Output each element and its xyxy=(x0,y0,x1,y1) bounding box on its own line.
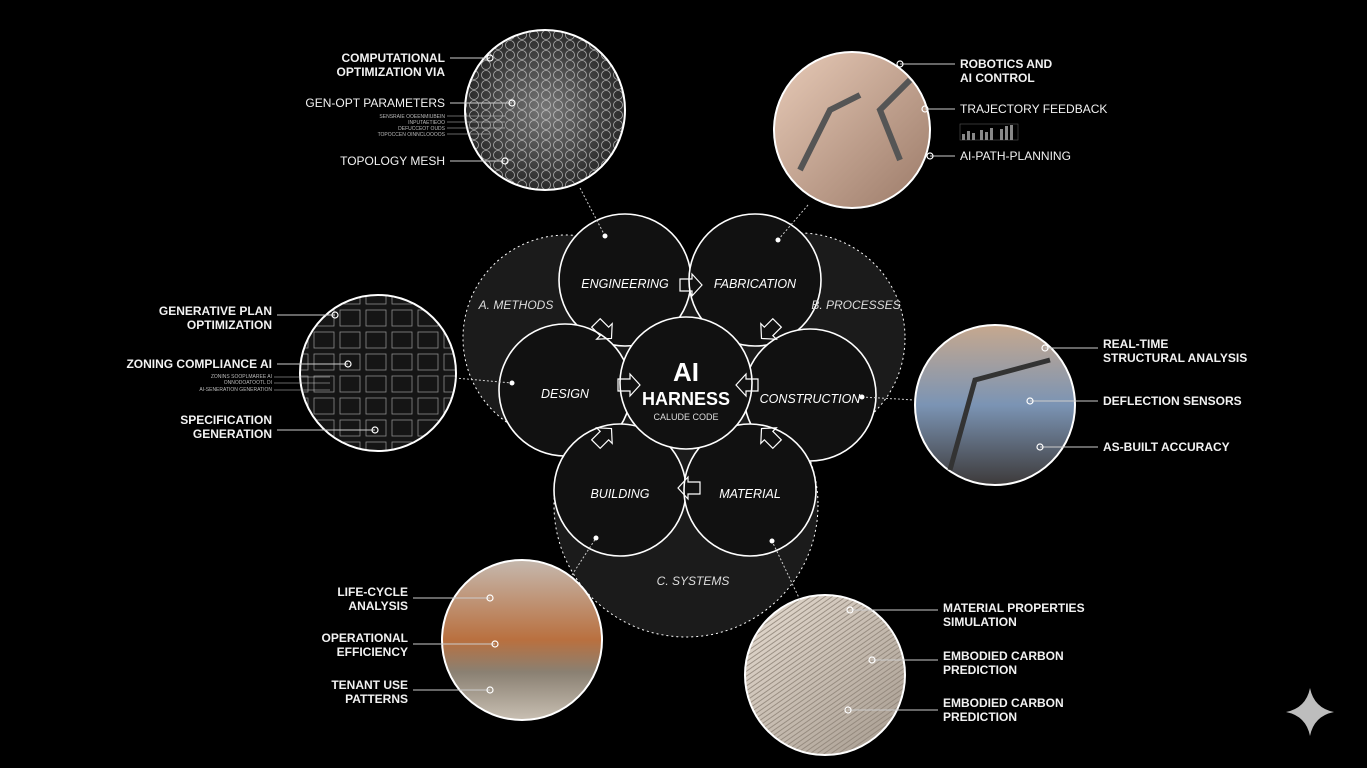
callout-dot xyxy=(486,594,494,602)
puzzle-connector-icon xyxy=(590,427,613,450)
callout-fabrication-label: TRAJECTORY FEEDBACK xyxy=(960,102,1107,116)
region-methods: A. METHODS xyxy=(478,298,554,312)
puzzle-connector-icon xyxy=(677,475,701,501)
callout-material-label: EMBODIED CARBON xyxy=(943,696,1064,710)
callout-construction-label: REAL-TIME xyxy=(1103,337,1168,351)
callout-material-label: SIMULATION xyxy=(943,615,1017,629)
callout-dot xyxy=(926,152,934,160)
node-label-building: BUILDING xyxy=(590,487,649,501)
callout-material-label: PREDICTION xyxy=(943,663,1017,677)
sparkle-icon xyxy=(1286,688,1334,736)
callout-dot xyxy=(344,360,352,368)
trajectory-mini-chart xyxy=(959,123,1019,141)
callout-building-label: OPERATIONAL xyxy=(322,631,408,645)
callout-dot xyxy=(1026,397,1034,405)
callout-engineering-label: INPUTAETIEOO xyxy=(408,120,445,126)
center-subtitle: HARNESS xyxy=(642,389,730,409)
node-label-design: DESIGN xyxy=(541,387,590,401)
puzzle-connector-icon xyxy=(617,372,641,398)
callout-construction-label: DEFLECTION SENSORS xyxy=(1103,394,1242,408)
image-building xyxy=(441,559,603,721)
callout-dot xyxy=(846,606,854,614)
callout-building-label: ANALYSIS xyxy=(348,599,408,613)
callout-dot xyxy=(486,54,494,62)
callout-design-label: AI-SENERATION GENERATION xyxy=(199,387,272,393)
node-circle xyxy=(683,423,817,557)
callout-building-label: PATTERNS xyxy=(345,692,408,706)
callout-dot xyxy=(1041,344,1049,352)
callout-engineering-label: TOPOLOGY MESH xyxy=(340,154,445,168)
callout-construction-label: AS-BUILT ACCURACY xyxy=(1103,440,1230,454)
callout-material-label: PREDICTION xyxy=(943,710,1017,724)
callout-engineering-label: GEN-OPT PARAMETERS xyxy=(305,96,445,110)
callout-dot xyxy=(1036,443,1044,451)
image-construction xyxy=(914,324,1076,486)
callout-material-label: EMBODIED CARBON xyxy=(943,649,1064,663)
region-systems: C. SYSTEMS xyxy=(657,574,730,588)
callout-dot xyxy=(486,686,494,694)
callout-fabrication-label: ROBOTICS AND xyxy=(960,57,1053,71)
node-circle xyxy=(688,213,822,347)
callout-engineering-label: DEFUCCEOT OUDS xyxy=(398,126,446,132)
node-label-construction: CONSTRUCTION xyxy=(760,392,862,406)
callout-dot xyxy=(896,60,904,68)
callout-construction-label: STRUCTURAL ANALYSIS xyxy=(1103,351,1247,365)
callout-dot xyxy=(371,426,379,434)
callout-dot xyxy=(868,656,876,664)
callout-design-label: GENERATION xyxy=(193,427,272,441)
callout-design-label: SPECIFICATION xyxy=(180,413,272,427)
callout-engineering-label: OPTIMIZATION VIA xyxy=(337,65,446,79)
callout-dot xyxy=(921,105,929,113)
callout-design-label: ZONINS SOOPLMAREE AI xyxy=(211,374,272,380)
puzzle-connector-icon xyxy=(590,317,613,340)
puzzle-connector-icon xyxy=(760,317,783,340)
callout-design-label: GENERATIVE PLAN xyxy=(159,304,272,318)
callout-dot xyxy=(491,640,499,648)
image-fabrication xyxy=(773,51,931,209)
center-title: AI xyxy=(673,357,699,387)
puzzle-connector-icon xyxy=(679,272,703,298)
callout-dot xyxy=(844,706,852,714)
region-processes: B. PROCESSES xyxy=(811,298,900,312)
center-caption: CALUDE CODE xyxy=(653,412,718,422)
puzzle-connector-icon xyxy=(760,427,783,450)
node-label-fabrication: FABRICATION xyxy=(714,277,797,291)
callout-dot xyxy=(331,311,339,319)
callout-design-label: ONNODOATOOTL DI xyxy=(224,380,272,386)
puzzle-connector-icon xyxy=(735,372,759,398)
connectors xyxy=(454,187,916,601)
callout-design-label: OPTIMIZATION xyxy=(187,318,272,332)
node-label-material: MATERIAL xyxy=(719,487,781,501)
callout-engineering-label: SENSRAIE OOEENMIUBEIN xyxy=(379,114,445,120)
callout-building-label: TENANT USE xyxy=(331,678,408,692)
callout-fabrication-label: AI CONTROL xyxy=(960,71,1035,85)
image-material xyxy=(744,594,906,756)
image-design xyxy=(299,294,457,452)
callout-design-label: ZONING COMPLIANCE AI xyxy=(126,357,272,371)
center-circle xyxy=(619,316,753,450)
callout-engineering-label: COMPUTATIONAL xyxy=(341,51,445,65)
callout-building-label: LIFE-CYCLE xyxy=(337,585,408,599)
callout-dot xyxy=(501,157,509,165)
image-engineering xyxy=(464,29,626,191)
callout-fabrication-label: AI-PATH-PLANNING xyxy=(960,149,1071,163)
callout-dot xyxy=(508,99,516,107)
node-label-engineering: ENGINEERING xyxy=(581,277,669,291)
callout-building-label: EFFICIENCY xyxy=(337,645,408,659)
callout-engineering-label: TOPOCCEN OINNCLOOOOS xyxy=(378,132,446,138)
callout-material-label: MATERIAL PROPERTIES xyxy=(943,601,1085,615)
